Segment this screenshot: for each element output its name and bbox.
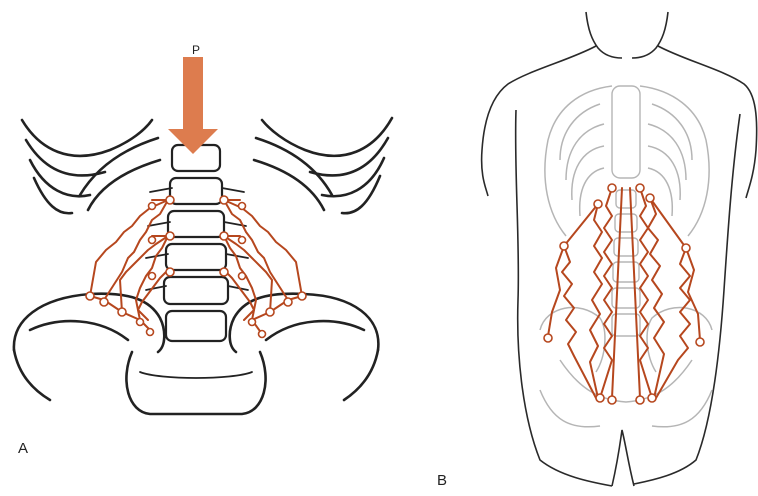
panel-b-skeleton — [540, 86, 712, 427]
panel-a-skeleton — [14, 118, 392, 414]
load-label: P — [192, 43, 200, 57]
panel-b-label: B — [437, 472, 447, 489]
load-arrow — [168, 57, 218, 154]
panel-a-label: A — [18, 440, 28, 457]
